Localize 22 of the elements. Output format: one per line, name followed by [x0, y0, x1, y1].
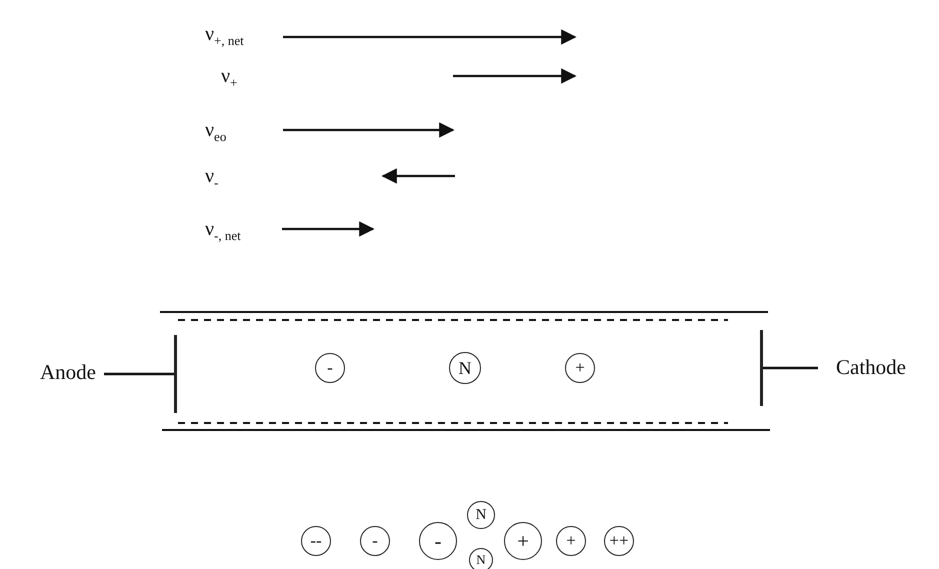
velocity-label: ν$_{-, net}$: [205, 217, 241, 245]
electrode-label: Cathode: [836, 354, 906, 380]
electrode-plate: [760, 330, 763, 406]
wire-line: [763, 366, 818, 370]
velocity-label: ν$_{+, net}$: [205, 22, 244, 50]
ion-symbol: N: [449, 352, 481, 384]
ion-symbol: ++: [604, 526, 634, 556]
ion-symbol: +: [565, 353, 595, 383]
ion-symbol: -: [419, 522, 457, 560]
ion-symbol: N: [469, 548, 493, 569]
ion-symbol: N: [467, 501, 495, 529]
velocity-label: ν$_{eo}$: [205, 118, 226, 146]
ion-symbol: --: [301, 526, 331, 556]
ion-symbol: +: [556, 526, 586, 556]
ion-symbol: -: [360, 526, 390, 556]
velocity-label: ν$_{+}$: [221, 64, 238, 92]
ion-symbol: +: [504, 522, 542, 560]
electrode-label: Anode: [40, 359, 96, 385]
wire-line: [104, 372, 174, 376]
velocity-label: ν$_{-}$: [205, 164, 218, 192]
ion-symbol: -: [315, 353, 345, 383]
electrode-plate: [174, 335, 177, 413]
